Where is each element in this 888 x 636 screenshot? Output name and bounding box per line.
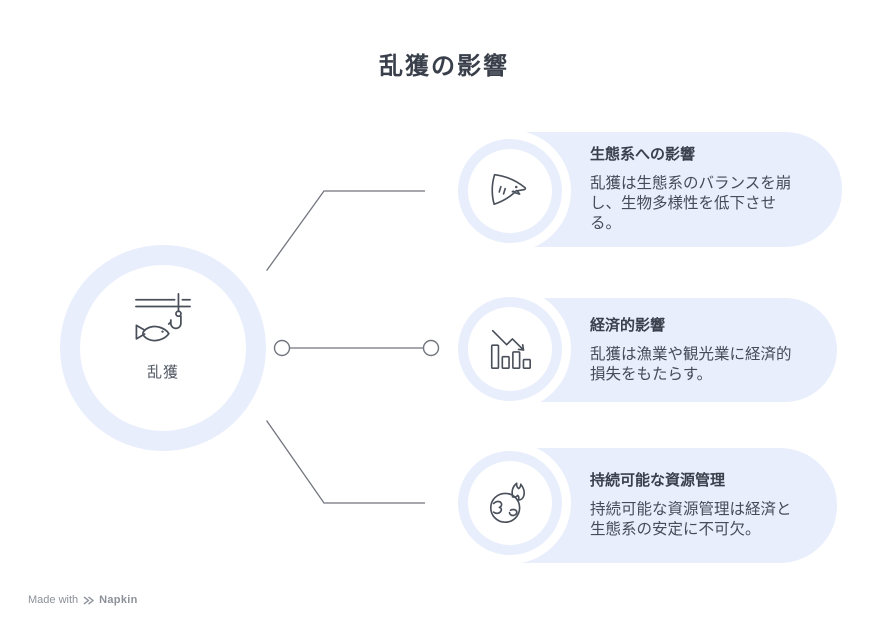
card-title: 生態系への影響 bbox=[590, 146, 696, 163]
declining-bar-chart-icon bbox=[490, 329, 532, 370]
connector-top bbox=[261, 190, 432, 278]
globe-with-flame-icon bbox=[489, 482, 526, 524]
hub-node-overfishing: 乱獲 bbox=[60, 245, 266, 451]
card-title: 持続可能な資源管理 bbox=[590, 472, 726, 489]
card-text: 持続可能な資源管理 持続可能な資源管理は経済と生態系の安定に不可欠。 bbox=[590, 471, 806, 540]
card-body: 乱獲は漁業や観光業に経済的損失をもたらす。 bbox=[590, 345, 792, 383]
shark-icon bbox=[491, 173, 527, 206]
card-text: 経済的影響 乱獲は漁業や観光業に経済的損失をもたらす。 bbox=[590, 316, 806, 385]
card-title: 経済的影響 bbox=[590, 316, 666, 334]
napkin-brand-text: Napkin bbox=[99, 594, 138, 606]
page-title: 乱獲の影響 bbox=[379, 53, 509, 80]
card-text: 生態系への影響 乱獲は生態系のバランスを崩し、生物多様性を低下させる。 bbox=[590, 145, 806, 234]
card-body: 持続可能な資源管理は経済と生態系の安定に不可欠。 bbox=[590, 501, 792, 538]
hub-label: 乱獲 bbox=[146, 363, 179, 381]
badge-sustainable bbox=[458, 451, 562, 555]
connector-bottom bbox=[261, 413, 432, 504]
made-with-napkin: Made with Napkin bbox=[28, 594, 138, 606]
connector-dots bbox=[254, 184, 440, 510]
napkin-logo-icon bbox=[83, 596, 94, 604]
made-with-text: Made with bbox=[28, 594, 79, 606]
badge-ecosystem bbox=[458, 139, 562, 243]
fishing-hook-and-fish-icon bbox=[135, 292, 191, 341]
card-body: 乱獲は生態系のバランスを崩し、生物多様性を低下させる。 bbox=[590, 175, 792, 232]
badge-economic bbox=[458, 297, 562, 401]
